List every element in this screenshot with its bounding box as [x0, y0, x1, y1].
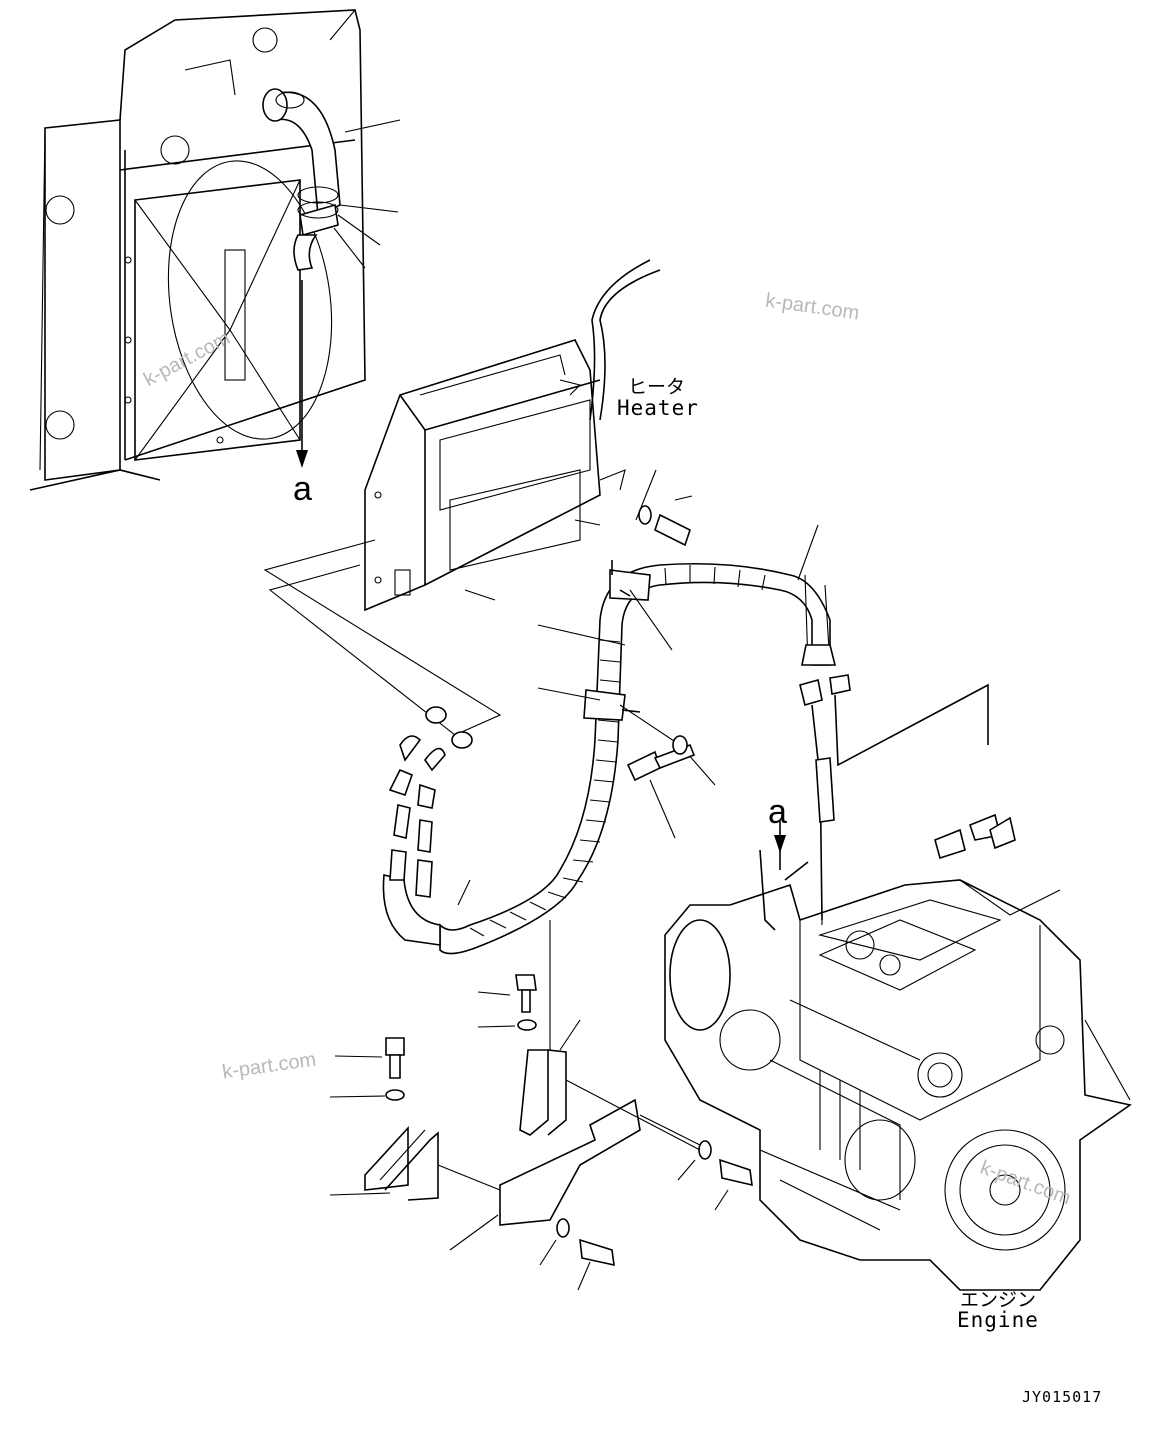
- reference-mark-engine: a: [768, 793, 787, 831]
- radiator-hose: [262, 88, 401, 468]
- heater-hoses: [382, 469, 1016, 955]
- engine-label-jp: エンジン: [960, 1289, 1037, 1311]
- hose-brackets: [364, 920, 701, 1226]
- engine-label-en: Engine: [957, 1308, 1039, 1332]
- heater-label-jp: ヒータ: [628, 376, 686, 398]
- bolts-and-washers: [329, 505, 753, 1291]
- heater-label-en: Heater: [617, 396, 699, 420]
- heater-unit: [263, 259, 661, 736]
- engine-assembly: [664, 820, 1132, 1291]
- reference-mark-top: a: [293, 470, 312, 508]
- radiator-assembly: [29, 9, 366, 491]
- drawing-code: JY015017: [1022, 1388, 1103, 1406]
